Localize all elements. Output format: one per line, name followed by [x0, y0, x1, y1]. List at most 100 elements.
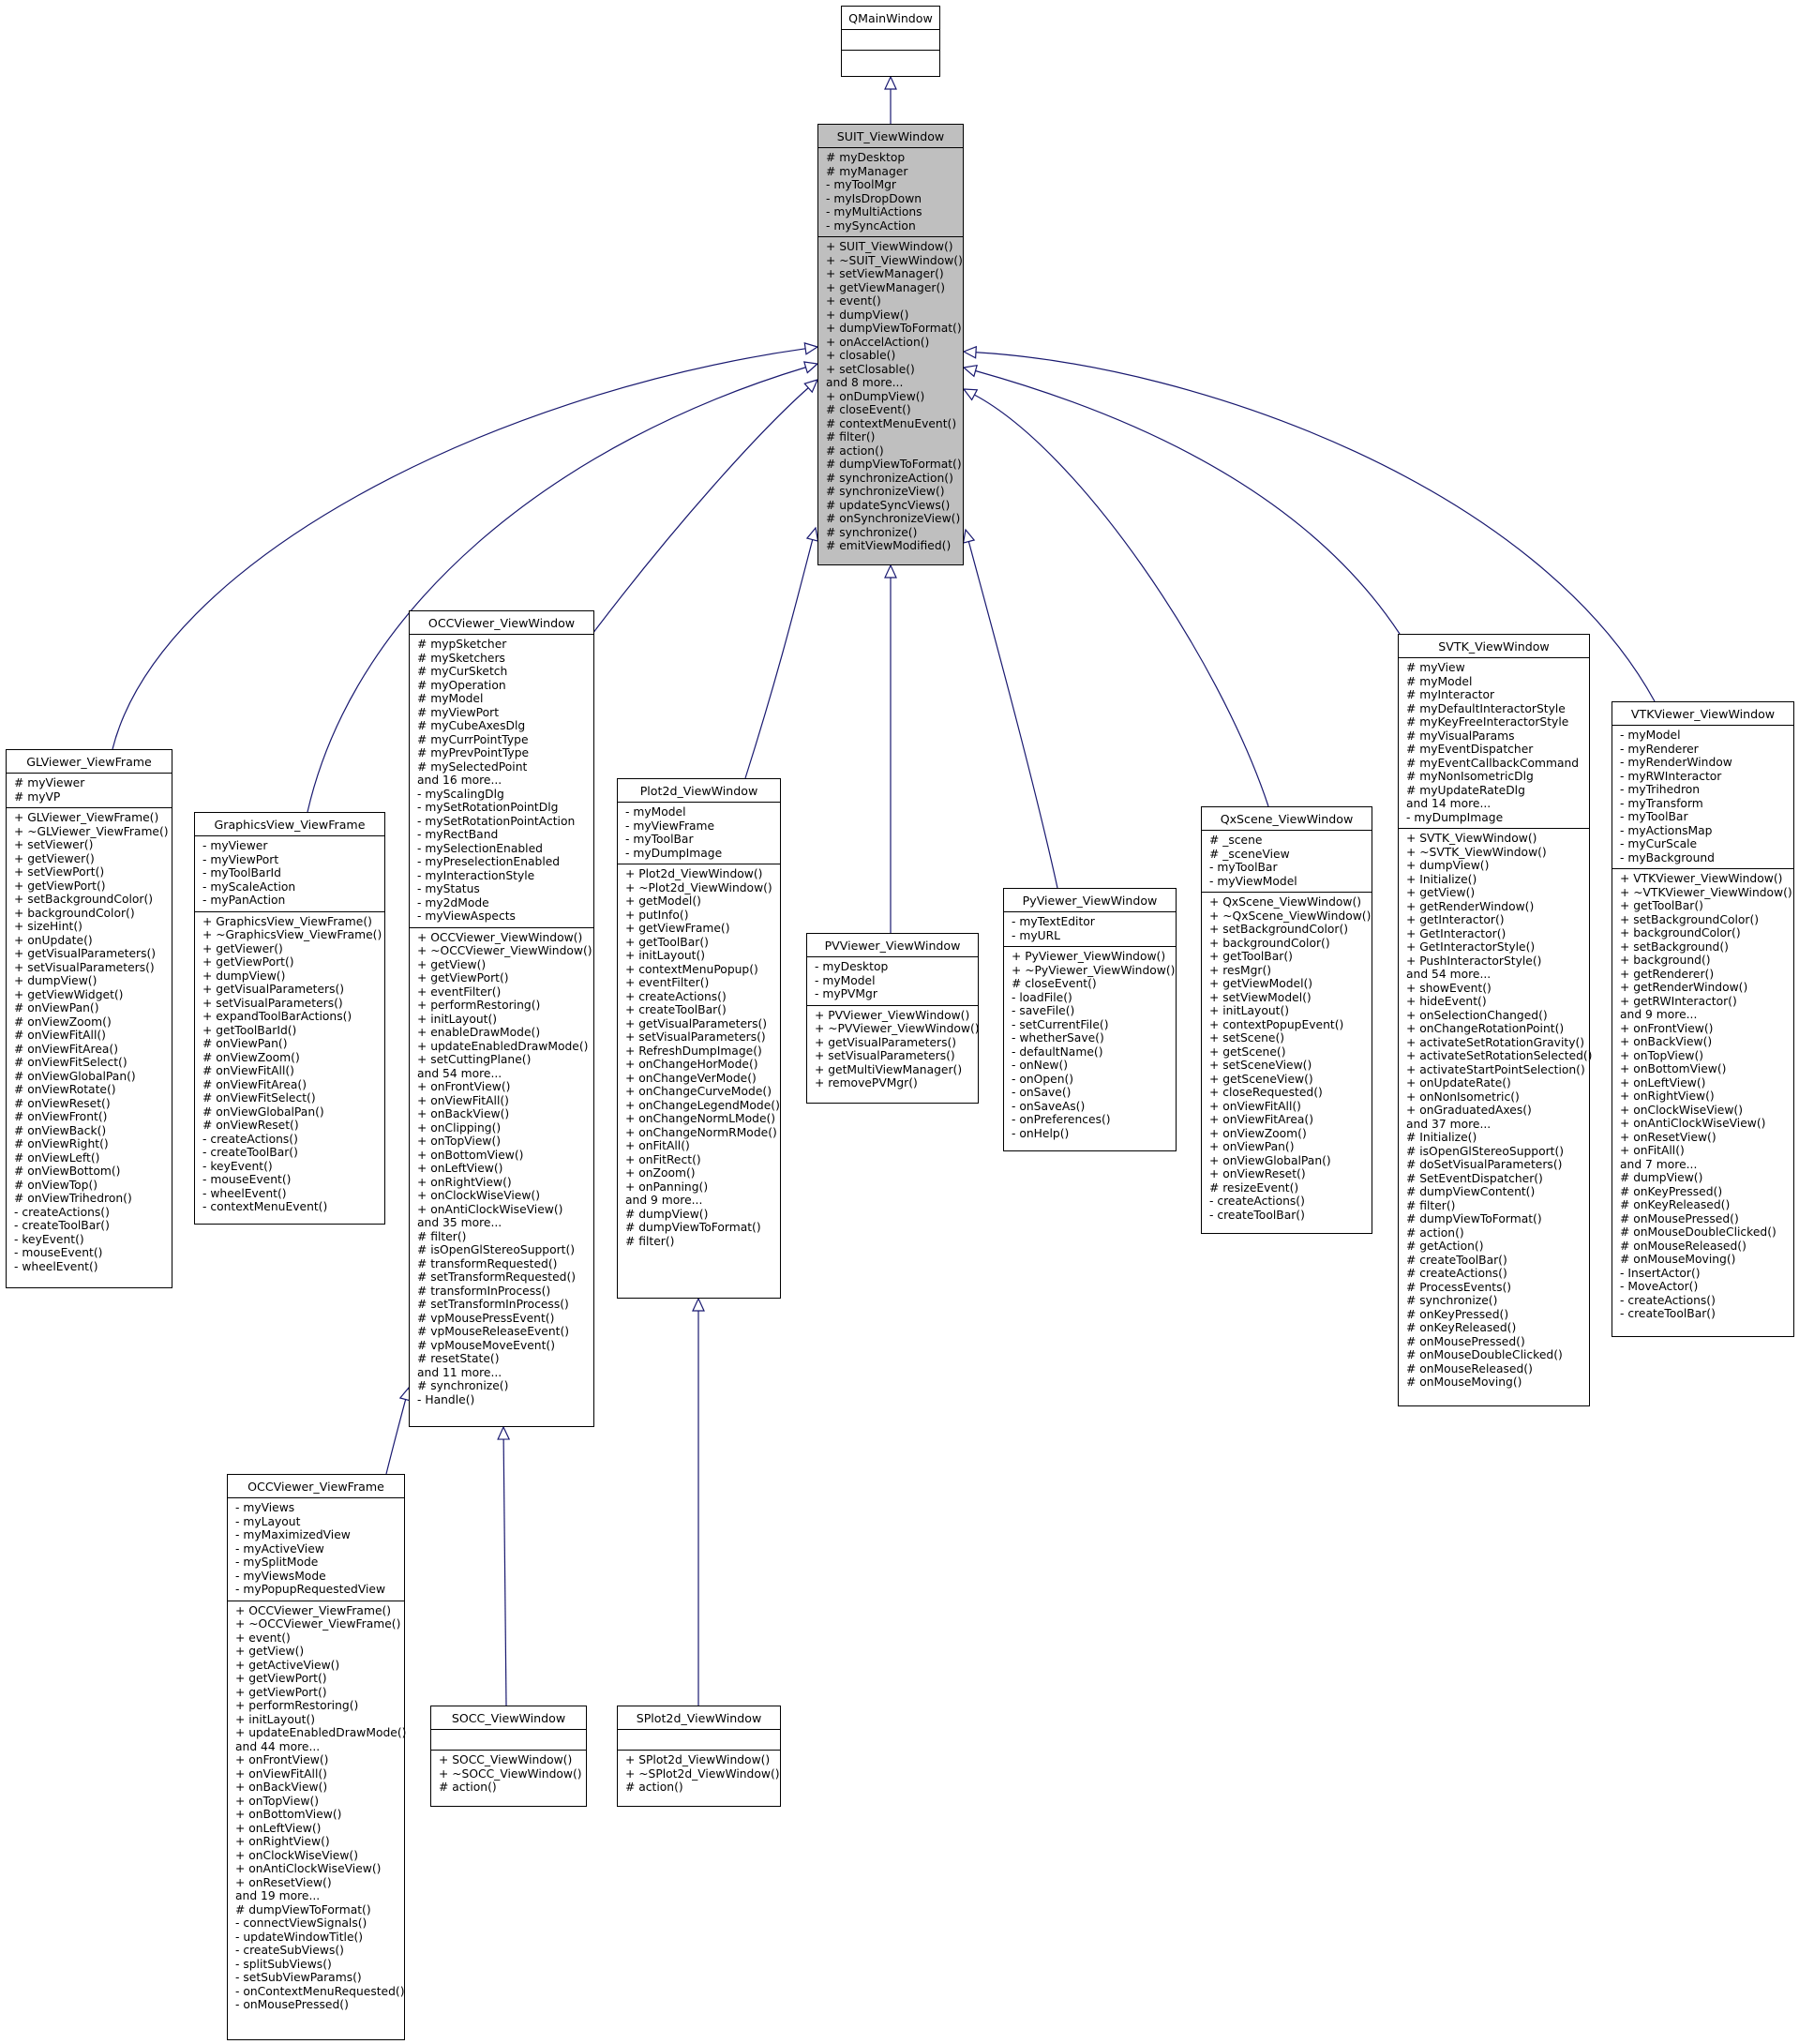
operation-item: # onViewLeft() — [14, 1150, 100, 1165]
operation-item: - loadFile() — [1012, 990, 1072, 1004]
operation-item: + showEvent() — [1406, 981, 1492, 995]
attribute-item: # myVisualParams — [1406, 729, 1515, 743]
operation-item: and 11 more... — [417, 1365, 502, 1379]
class-occviewer[interactable]: OCCViewer_ViewWindow# mypSketcher# mySke… — [409, 610, 594, 1427]
operation-item: + onRightView() — [1620, 1090, 1715, 1103]
operation-item: # synchronizeAction() — [826, 471, 953, 485]
operation-item: + getViewFrame() — [625, 922, 730, 935]
attribute-item: # myViewPort — [417, 705, 500, 719]
operation-item: + getSceneView() — [1209, 1072, 1313, 1086]
operation-item: + onZoom() — [625, 1166, 696, 1180]
class-qxscene[interactable]: QxScene_ViewWindow# _scene# _sceneView- … — [1201, 806, 1372, 1234]
class-glviewer[interactable]: GLViewer_ViewFrame# myViewer# myVP+ GLVi… — [6, 749, 172, 1288]
class-plot2d[interactable]: Plot2d_ViewWindow- myModel- myViewFrame-… — [617, 778, 781, 1299]
operation-item: # onViewFitSelect() — [14, 1056, 127, 1069]
attribute-item: - myModel — [815, 973, 876, 987]
operation-item: + onUpdateRate() — [1406, 1076, 1511, 1090]
operation-item: + onChangeVerMode() — [625, 1071, 757, 1085]
operation-item: + getActiveView() — [235, 1658, 340, 1672]
operation-item: + createActions() — [625, 989, 727, 1003]
operations-compartment: + GLViewer_ViewFrame()+ ~GLViewer_ViewFr… — [7, 807, 172, 1277]
operations-compartment: + GraphicsView_ViewFrame()+ ~GraphicsVie… — [195, 910, 384, 1218]
attribute-item: # _sceneView — [1209, 847, 1290, 861]
operation-item: + getMultiViewManager() — [815, 1062, 963, 1076]
operation-item: # synchronize() — [826, 525, 918, 539]
attribute-item: - myTransform — [1620, 796, 1703, 810]
operations-compartment — [842, 50, 939, 70]
operation-item: + setVisualParameters() — [14, 960, 155, 974]
operation-item: + Plot2d_ViewWindow() — [625, 867, 763, 880]
operation-item: + putInfo() — [625, 908, 689, 922]
class-pyviewer[interactable]: PyViewer_ViewWindow- myTextEditor- myURL… — [1003, 888, 1177, 1151]
operation-item: # onViewFitSelect() — [202, 1091, 316, 1105]
operation-item: # SetEventDispatcher() — [1406, 1171, 1543, 1185]
attribute-item: - myCurScale — [1620, 837, 1698, 850]
operation-item: + onGraduatedAxes() — [1406, 1104, 1532, 1117]
attribute-item: - myStatus — [417, 882, 480, 895]
operation-item: + setVisualParameters() — [815, 1049, 955, 1062]
operation-item: + onTopView() — [417, 1135, 502, 1148]
operation-item: + SVTK_ViewWindow() — [1406, 832, 1537, 845]
operation-item: + onFitAll() — [1620, 1144, 1685, 1157]
attribute-item: - myURL — [1012, 928, 1060, 942]
operation-item: # action() — [1406, 1225, 1464, 1240]
class-name: SOCC_ViewWindow — [451, 1711, 566, 1725]
operation-item: + setBackgroundColor() — [1209, 923, 1349, 936]
class-name: SUIT_ViewWindow — [836, 129, 945, 143]
attribute-item: # myModel — [1406, 674, 1473, 688]
attribute-item: # myOperation — [417, 678, 506, 692]
operation-item: + onResetView() — [1620, 1130, 1717, 1144]
operation-item: # synchronize() — [417, 1379, 509, 1392]
operation-item: # onViewFitArea() — [202, 1077, 307, 1091]
operation-item: - onMousePressed() — [235, 1998, 349, 2011]
operation-item: + getVisualParameters() — [202, 983, 345, 996]
operations-compartment: + QxScene_ViewWindow()+ ~QxScene_ViewWin… — [1202, 892, 1372, 1225]
operation-item: - onSaveAs() — [1012, 1099, 1086, 1113]
operation-item: + eventFilter() — [625, 976, 710, 989]
operation-item: + onSelectionChanged() — [1406, 1008, 1548, 1022]
operation-item: # vpMousePressEvent() — [417, 1311, 555, 1325]
operation-item: - setSubViewParams() — [235, 1971, 362, 1984]
operation-item: # onSynchronizeView() — [826, 512, 961, 525]
class-svtk[interactable]: SVTK_ViewWindow# myView# myModel# myInte… — [1398, 634, 1592, 1406]
class-socc[interactable]: SOCC_ViewWindow+ SOCC_ViewWindow()+ ~SOC… — [430, 1706, 587, 1807]
operation-item: # resetState() — [417, 1352, 500, 1365]
class-suit[interactable]: SUIT_ViewWindow# myDesktop# myManager- m… — [817, 124, 964, 565]
class-qmainwindow[interactable]: QMainWindow — [841, 6, 940, 77]
operation-item: + onFrontView() — [235, 1753, 329, 1766]
operation-item: - onNew() — [1012, 1059, 1069, 1072]
operation-item: + activateStartPointSelection() — [1406, 1062, 1585, 1076]
class-occframe[interactable]: OCCViewer_ViewFrame- myViews- myLayout- … — [227, 1474, 406, 2040]
inheritance-line-plot2d — [744, 539, 814, 779]
class-splot2d[interactable]: SPlot2d_ViewWindow+ SPlot2d_ViewWindow()… — [617, 1706, 781, 1807]
operation-item: # transformInProcess() — [417, 1284, 551, 1298]
operation-item: + getViewPort() — [235, 1685, 327, 1699]
operation-item: + onTopView() — [235, 1794, 320, 1808]
operation-item: + getViewManager() — [826, 280, 946, 294]
attributes-compartment: # myView# myModel# myInteractor# myDefau… — [1399, 657, 1589, 828]
operation-item: + onChangeCurveMode() — [625, 1085, 772, 1098]
operations-compartment: + SUIT_ViewWindow()+ ~SUIT_ViewWindow()+… — [818, 236, 963, 557]
operation-item: + dumpView() — [1406, 859, 1490, 872]
class-graphicsview[interactable]: GraphicsView_ViewFrame- myViewer- myView… — [194, 812, 385, 1225]
operation-item: + onFrontView() — [417, 1080, 511, 1093]
class-vtkviewer[interactable]: VTKViewer_ViewWindow- myModel- myRendere… — [1612, 701, 1794, 1337]
attribute-item: # myPrevPointType — [417, 746, 530, 759]
operation-item: + RefreshDumpImage() — [625, 1044, 762, 1058]
operation-item: - keyEvent() — [202, 1159, 273, 1173]
class-pvviewer[interactable]: PVViewer_ViewWindow- myDesktop- myModel-… — [806, 933, 980, 1104]
operation-item: # createActions() — [1406, 1267, 1507, 1280]
attribute-item: - myModel — [625, 805, 686, 819]
attribute-item: - myTrihedron — [1620, 783, 1701, 796]
operation-item: - mouseEvent() — [14, 1246, 103, 1259]
operation-item: + onChangeNormLMode() — [625, 1112, 776, 1125]
attribute-item: - myPanAction — [202, 894, 286, 907]
attribute-item: - myScalingDlg — [417, 787, 504, 801]
operation-item: + onBackView() — [417, 1107, 510, 1120]
operation-item: + closable() — [826, 349, 896, 362]
operation-item: + setBackground() — [1620, 939, 1729, 954]
operation-item: + GetInteractor() — [1406, 926, 1507, 940]
operation-item: # filter() — [417, 1229, 467, 1243]
operation-item: # onViewRight() — [14, 1137, 109, 1150]
attribute-item: - myToolBar — [625, 833, 694, 846]
